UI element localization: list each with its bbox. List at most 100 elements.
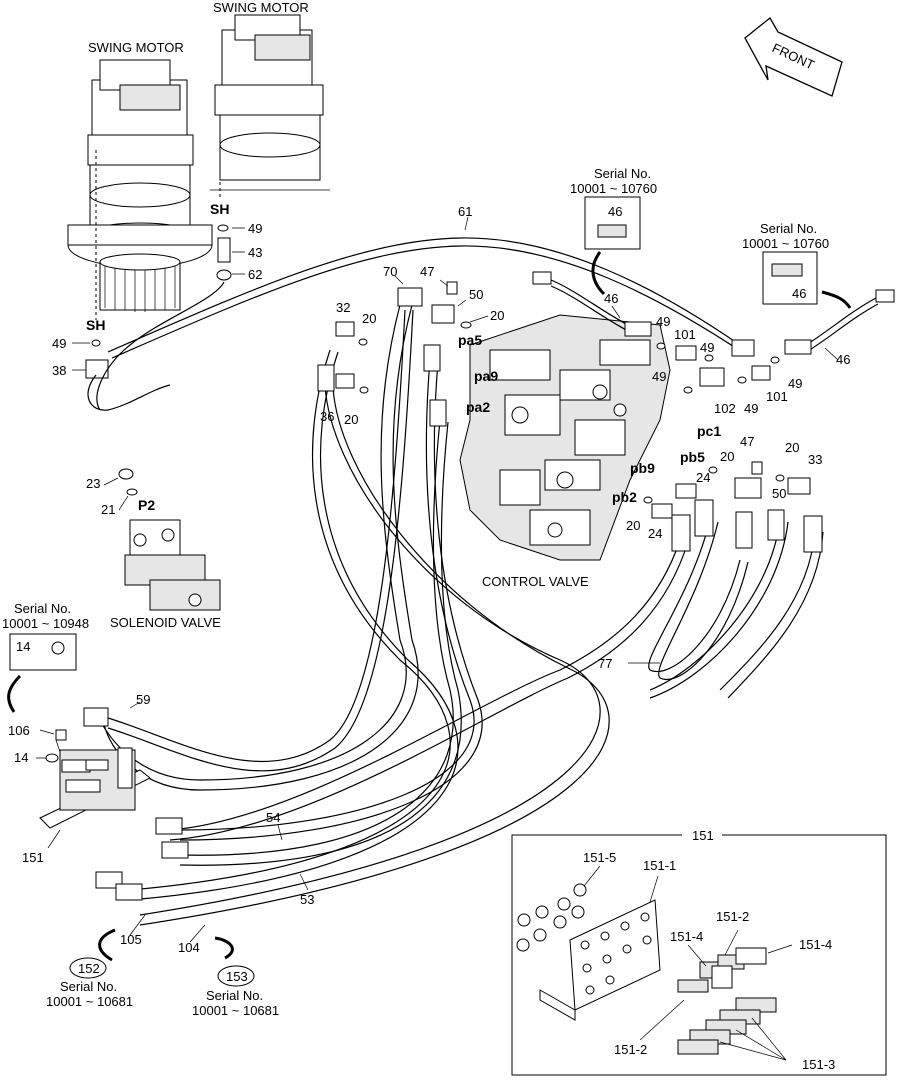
callout-106: 106: [8, 723, 30, 738]
tee-fitting-50-top: [431, 304, 455, 324]
callout-24-a: 24: [696, 470, 710, 485]
elbow-fitting-70: [397, 287, 423, 307]
callout-101-left: 101: [674, 327, 696, 342]
callout-59: 59: [136, 692, 150, 707]
callout-153: 153: [226, 969, 248, 984]
callout-24-b: 24: [648, 526, 662, 541]
callout-151-3: 151-3: [802, 1057, 835, 1072]
callout-32: 32: [336, 300, 350, 315]
swing-motor-left: [67, 59, 213, 312]
callout-36: 36: [320, 409, 334, 424]
callout-49-top: 49: [248, 221, 262, 236]
callout-33: 33: [808, 452, 822, 467]
hose-end-33b: [803, 515, 823, 553]
callout-61: 61: [458, 204, 472, 219]
oring-21: [126, 488, 138, 496]
serial-46-right-line1: Serial No.: [760, 221, 817, 236]
serial-152-line1: Serial No.: [60, 979, 117, 994]
callout-49-d: 49: [700, 340, 714, 355]
callout-70: 70: [383, 264, 397, 279]
arrow-152: [98, 928, 116, 962]
bolt-14-icon: [51, 641, 65, 655]
plug-47-top: [446, 281, 458, 295]
serial-46-top-line1: Serial No.: [594, 166, 651, 181]
elbow-fitting-59: [83, 707, 109, 727]
oring-49-c: [656, 342, 666, 350]
hose-62-loop: [87, 281, 225, 411]
tee-fitting-50-lower: [734, 477, 762, 499]
fitting-43: [216, 224, 232, 281]
tee-fitting-38: [85, 359, 109, 379]
callout-14-box: 14: [16, 639, 30, 654]
plug-47-lower: [751, 461, 763, 475]
callout-101-right: 101: [766, 389, 788, 404]
callout-49-left: 49: [52, 336, 66, 351]
elbow-fitting-36: [335, 373, 355, 389]
callout-54: 54: [266, 810, 280, 825]
oring-49-d: [704, 354, 714, 362]
callout-43: 43: [248, 245, 262, 260]
circle-152: [69, 957, 107, 979]
callout-47-top: 47: [420, 264, 434, 279]
callout-102: 102: [714, 401, 736, 416]
callout-46-right: 46: [836, 352, 850, 367]
detail-box-title-bg: [682, 827, 722, 841]
serial-14-line1: Serial No.: [14, 601, 71, 616]
hose-end-36: [317, 364, 335, 392]
hose-end-54a: [155, 817, 183, 835]
serial-152-line2: 10001 ~ 10681: [46, 994, 133, 1009]
washer-14: [45, 753, 59, 763]
callout-151-box: 151: [692, 828, 714, 843]
oring-20-f: [643, 496, 653, 504]
port-pa9: pa9: [474, 368, 498, 384]
oring-20-e: [708, 466, 718, 474]
adapter-24-b: [651, 503, 673, 519]
callout-105: 105: [120, 932, 142, 947]
bolt-106: [55, 729, 67, 741]
port-pb9: pb9: [630, 460, 655, 476]
callout-151-5: 151-5: [583, 850, 616, 865]
callout-20-d: 20: [785, 440, 799, 455]
connectors-151-3: [677, 997, 777, 1055]
serial-14-line2: 10001 ~ 10948: [2, 616, 89, 631]
callout-49-e: 49: [652, 369, 666, 384]
callout-151-2-bottom: 151-2: [614, 1042, 647, 1057]
fitting-23: [118, 468, 134, 480]
callout-23: 23: [86, 476, 100, 491]
arrow-46-right: [821, 290, 852, 309]
solenoid-valve: [124, 519, 221, 611]
callout-151-1: 151-1: [643, 858, 676, 873]
arrow-153: [214, 936, 234, 960]
hose-77: [648, 519, 824, 699]
sensor-46-right-icon: [771, 263, 803, 277]
bracket-151-1: [539, 899, 661, 1021]
nuts-151-5: [516, 883, 587, 952]
hose-end-pa2: [429, 399, 447, 427]
oring-49-e: [683, 386, 693, 394]
oring-20-c: [359, 386, 369, 394]
callout-47-lower: 47: [740, 434, 754, 449]
hose-end-54b: [161, 841, 189, 859]
control-valve-title: CONTROL VALVE: [482, 574, 589, 589]
callout-49-f: 49: [744, 401, 758, 416]
callout-151-4-left: 151-4: [670, 929, 703, 944]
arrow-46-top: [591, 251, 606, 296]
elbow-fitting-33: [787, 477, 811, 495]
callout-152: 152: [78, 961, 100, 976]
sensor-46-top-icon: [597, 224, 627, 238]
callout-104: 104: [178, 940, 200, 955]
callout-46-right-box: 46: [792, 286, 806, 301]
callout-62: 62: [248, 267, 262, 282]
callout-151-4-right: 151-4: [799, 937, 832, 952]
swing-motor-right: [210, 14, 330, 191]
callout-20-b: 20: [362, 311, 376, 326]
port-pb5: pb5: [680, 449, 705, 465]
callout-151-2-top: 151-2: [716, 909, 749, 924]
oring-20-b: [358, 338, 368, 346]
port-sh-left: SH: [86, 317, 105, 333]
arrow-14: [7, 674, 22, 713]
hose-end-pb2: [671, 514, 691, 552]
callout-20-e: 20: [720, 449, 734, 464]
control-valve: [459, 314, 671, 561]
hose-end-104: [115, 883, 143, 901]
